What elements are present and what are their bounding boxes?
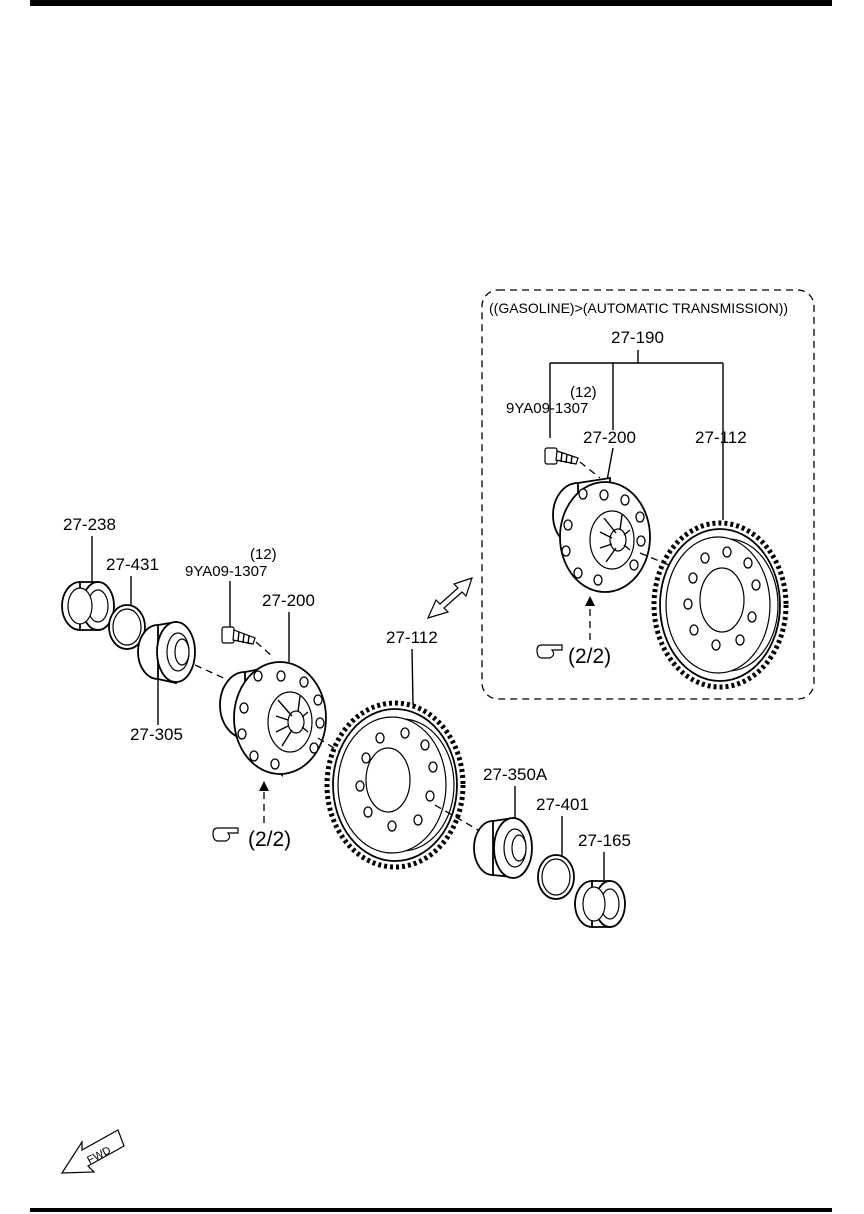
oil-seal-27-165 [574,880,626,928]
inset-ref-label: (2/2) [568,645,611,668]
pointing-hand-icon [212,827,239,842]
callout-27-165: 27-165 [578,831,631,850]
leader-27-112 [411,648,414,706]
shim-27-401 [537,854,575,900]
callout-27-401: 27-401 [536,795,589,814]
pointing-hand-icon [536,644,563,659]
inset-bolt [544,447,579,465]
callout-27-350A: 27-350A [483,765,548,784]
callout-27-431: 27-431 [106,555,159,574]
ring-gear [324,700,466,870]
oil-seal-27-238 [61,581,115,631]
inset-callout-27-112: 27-112 [695,428,747,447]
main-bolt-part: 9YA09-1307 [185,563,267,580]
inset-ref-arrowhead [585,596,595,606]
callout-27-238: 27-238 [63,515,116,534]
main-bolt [221,626,256,645]
inset-condition-label: ((GASOLINE)>(AUTOMATIC TRANSMISSION)) [489,300,788,316]
double-arrow-icon [426,577,473,619]
inset-ring-gear [651,520,789,690]
bearing-27-305 [137,620,196,685]
inset-bolt-part: 9YA09-1307 [506,400,588,417]
bearing-27-350A [473,816,533,879]
main-bolt-axis [255,641,273,657]
callout-27-200: 27-200 [262,591,315,610]
inset-callout-27-200: 27-200 [583,428,636,447]
inset-differential-case [552,476,651,593]
differential-case [219,661,327,778]
inset-callout-27-190: 27-190 [611,328,664,347]
callout-27-112: 27-112 [386,628,438,647]
main-bolt-qty: (12) [250,546,277,563]
inset-bolt-qty: (12) [570,384,597,401]
callout-27-305: 27-305 [130,725,183,744]
shim-27-431 [108,604,146,650]
top-border [30,0,832,6]
inset-bolt-axis [579,461,601,479]
inset-bracket [549,350,724,520]
bottom-border [30,1208,832,1212]
fwd-arrow-icon: FWD [60,1129,125,1174]
main-ref-label: (2/2) [248,828,291,851]
inset-box [481,289,815,700]
main-ref-arrowhead [259,781,269,791]
